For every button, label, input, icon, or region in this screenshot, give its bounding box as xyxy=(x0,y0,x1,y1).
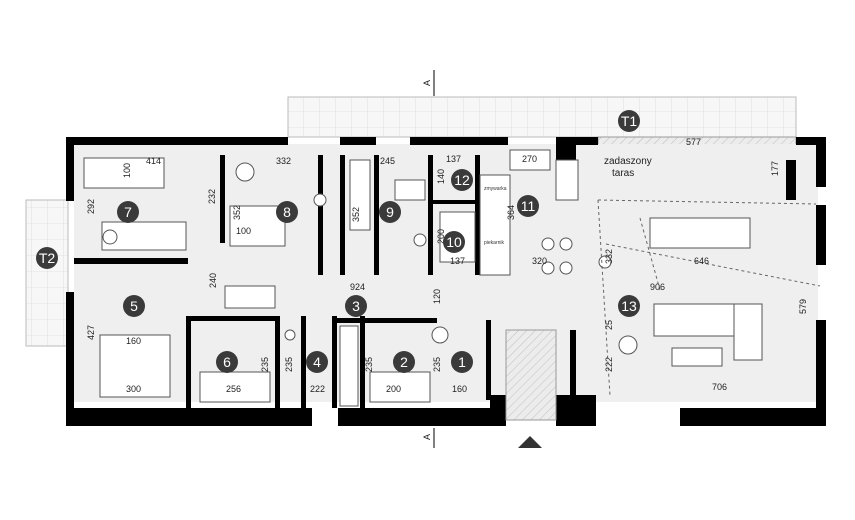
dim-25: 25 xyxy=(604,320,614,330)
terrace-badge-t1: T1 xyxy=(618,110,640,132)
terrace-top xyxy=(287,96,797,138)
covered-terrace-line1: zadaszony xyxy=(604,156,652,167)
svg-text:5: 5 xyxy=(130,298,138,314)
dim-906: 906 xyxy=(650,282,665,292)
dim-160a: 160 xyxy=(126,336,141,346)
svg-text:1: 1 xyxy=(458,354,466,370)
dim-222b: 222 xyxy=(604,357,614,372)
room-badges: T1 T2 7 8 9 12 10 11 5 3 13 6 4 2 1 xyxy=(36,110,640,373)
dim-137a: 137 xyxy=(446,154,461,164)
room-badge-13: 13 xyxy=(618,295,640,317)
label-dishwasher: zmywarka xyxy=(484,186,507,192)
room-badge-3: 3 xyxy=(345,295,367,317)
svg-text:A: A xyxy=(422,434,432,440)
room-badge-12: 12 xyxy=(451,169,473,191)
dim-300: 300 xyxy=(126,384,141,394)
dim-577: 577 xyxy=(686,137,701,147)
svg-text:13: 13 xyxy=(621,298,637,314)
svg-text:12: 12 xyxy=(454,172,470,188)
dim-924: 924 xyxy=(350,282,365,292)
svg-text:7: 7 xyxy=(124,204,132,220)
room-badge-8: 8 xyxy=(276,201,298,223)
room-badge-2: 2 xyxy=(393,351,415,373)
svg-text:9: 9 xyxy=(386,204,394,220)
dim-235d: 235 xyxy=(432,357,442,372)
dim-240: 240 xyxy=(208,273,218,288)
dim-140: 140 xyxy=(436,169,446,184)
interior-walls xyxy=(74,155,576,410)
dim-137b: 137 xyxy=(450,256,465,266)
dim-364: 364 xyxy=(506,205,516,220)
dashed-guides xyxy=(597,199,821,397)
dim-414: 414 xyxy=(146,156,161,166)
dim-222a: 222 xyxy=(310,384,325,394)
svg-text:4: 4 xyxy=(313,354,321,370)
svg-text:8: 8 xyxy=(283,204,291,220)
room-badge-6: 6 xyxy=(216,351,238,373)
dim-352b: 352 xyxy=(351,207,361,222)
entrance-arrow xyxy=(518,436,542,448)
room-badge-1: 1 xyxy=(451,351,473,373)
room-badge-11: 11 xyxy=(517,195,539,217)
dim-320: 320 xyxy=(532,256,547,266)
dim-245: 245 xyxy=(380,156,395,166)
dim-332b: 332 xyxy=(604,249,614,264)
room-badge-7: 7 xyxy=(117,201,139,223)
dim-235b: 235 xyxy=(284,357,294,372)
room-badge-4: 4 xyxy=(306,351,328,373)
section-marker-bottom: A xyxy=(422,428,435,448)
svg-text:2: 2 xyxy=(400,354,408,370)
dim-706: 706 xyxy=(712,382,727,392)
svg-text:A: A xyxy=(422,80,432,86)
dim-120: 120 xyxy=(432,289,442,304)
room-badge-10: 10 xyxy=(443,231,465,253)
svg-text:T1: T1 xyxy=(621,113,638,129)
covered-terrace-line2: taras xyxy=(612,168,634,179)
terrace-badge-t2: T2 xyxy=(36,247,58,269)
dim-235a: 235 xyxy=(260,357,270,372)
dim-160b: 160 xyxy=(452,384,467,394)
svg-text:3: 3 xyxy=(352,298,360,314)
svg-text:T2: T2 xyxy=(39,250,56,266)
dim-235c: 235 xyxy=(364,357,374,372)
dim-200b: 200 xyxy=(386,384,401,394)
svg-text:6: 6 xyxy=(223,354,231,370)
room-badge-9: 9 xyxy=(379,201,401,223)
dim-200a: 200 xyxy=(436,229,446,244)
dim-427: 427 xyxy=(86,325,96,340)
dim-332: 332 xyxy=(276,156,291,166)
dim-100b: 100 xyxy=(236,226,251,236)
section-marker-top: A xyxy=(422,70,435,96)
dim-270: 270 xyxy=(522,154,537,164)
dim-256: 256 xyxy=(226,384,241,394)
entrance-stairs xyxy=(505,329,557,421)
dim-292: 292 xyxy=(86,199,96,214)
svg-text:11: 11 xyxy=(521,198,536,214)
dim-232: 232 xyxy=(207,189,217,204)
svg-text:10: 10 xyxy=(446,234,462,250)
furniture xyxy=(83,149,763,407)
dim-646: 646 xyxy=(694,256,709,266)
dim-579: 579 xyxy=(798,299,808,314)
dim-177: 177 xyxy=(770,161,780,176)
room-badge-5: 5 xyxy=(123,295,145,317)
dim-100a: 100 xyxy=(122,163,132,178)
terrace-side xyxy=(25,199,69,347)
dim-352a: 352 xyxy=(232,205,242,220)
dimension-labels: 414 100 292 232 332 352 100 245 352 137 … xyxy=(86,137,808,394)
label-oven: piekarnik xyxy=(484,240,505,246)
